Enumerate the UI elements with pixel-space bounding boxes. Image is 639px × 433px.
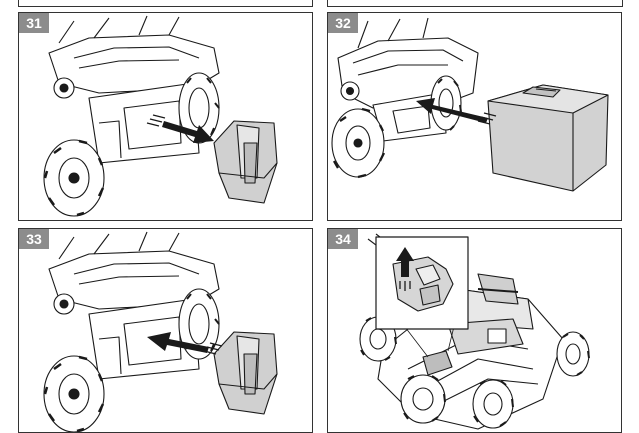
step-number-badge: 32	[328, 13, 358, 33]
step-number-badge: 31	[19, 13, 49, 33]
step-33-illustration	[43, 231, 278, 432]
step-32-illustration	[331, 17, 609, 192]
step-number-badge: 34	[328, 229, 358, 249]
step-31-panel: 31	[18, 12, 313, 221]
previous-panel-edge-right	[327, 0, 623, 7]
step-number-badge: 33	[19, 229, 49, 249]
step-33-panel: 33	[18, 228, 313, 433]
step-32-panel: 32	[327, 12, 622, 221]
previous-panel-edge-left	[18, 0, 313, 7]
step-34-panel: 34	[327, 228, 622, 433]
step-31-illustration	[43, 15, 278, 217]
step-34-illustration	[359, 233, 590, 430]
